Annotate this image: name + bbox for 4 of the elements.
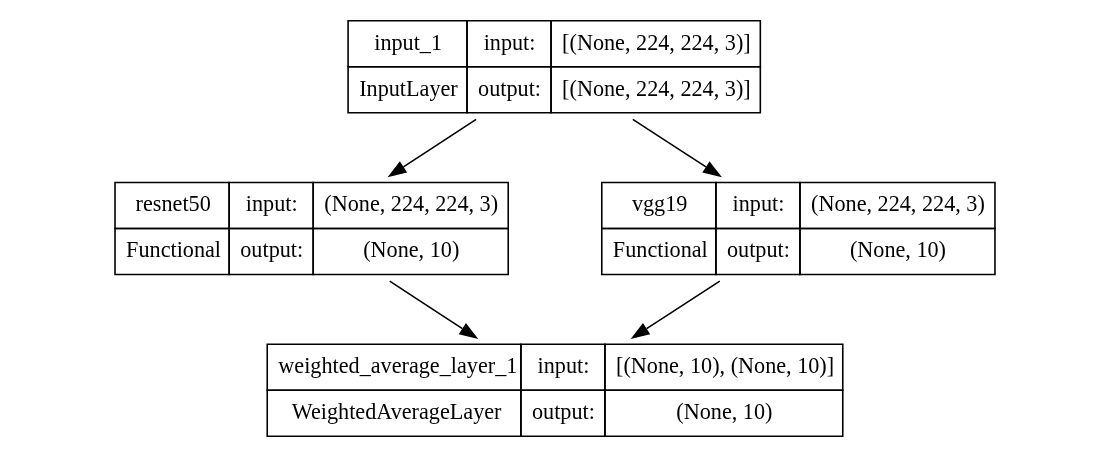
arrow (387, 118, 477, 178)
arrow (630, 280, 721, 339)
arrow (632, 118, 722, 178)
arrow (388, 280, 479, 339)
